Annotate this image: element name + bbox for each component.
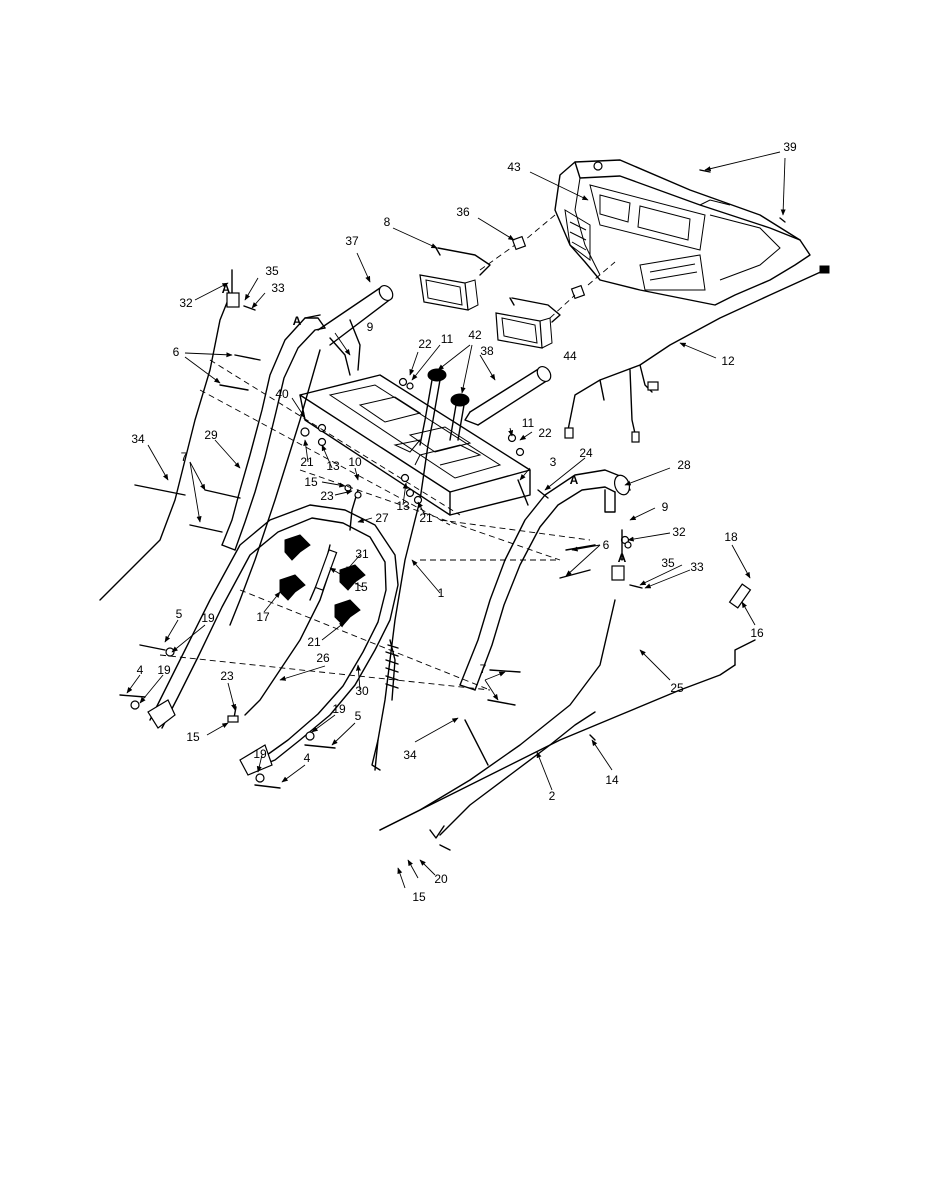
callout-20: 20 (434, 872, 448, 886)
levers (419, 368, 470, 446)
callout-31: 31 (355, 547, 369, 561)
callout-19-left-bottom: 19 (157, 663, 171, 677)
handle-tube-37 (317, 284, 394, 376)
callout-23-lower: 23 (220, 669, 234, 683)
callout-A-left-handle: A (293, 314, 302, 328)
callout-5-mid: 5 (355, 709, 362, 723)
callout-A-right-bracket: A (618, 551, 627, 565)
callout-39: 39 (783, 140, 797, 154)
callout-34-left: 34 (131, 432, 145, 446)
callout-33-right: 33 (690, 560, 704, 574)
leader-lines (126, 151, 786, 889)
callout-17: 17 (256, 610, 270, 624)
callout-24: 24 (579, 446, 593, 460)
callout-4-left: 4 (137, 663, 144, 677)
callout-29: 29 (204, 428, 218, 442)
callout-16: 16 (750, 626, 764, 640)
callout-6-left: 6 (173, 345, 180, 359)
callout-42: 42 (468, 328, 482, 342)
callout-1: 1 (438, 586, 445, 600)
callout-23-upper: 23 (320, 489, 334, 503)
callout-11-left: 11 (441, 332, 454, 346)
callout-19-left-top: 19 (201, 611, 215, 625)
callout-35-left: 35 (265, 264, 279, 278)
callout-A-right-handle: A (570, 473, 579, 487)
callout-34-right: 34 (403, 748, 417, 762)
callout-13-upper: 13 (326, 459, 340, 473)
left-upper-handle (221, 314, 326, 551)
callout-15-lower: 15 (186, 730, 200, 744)
callout-28: 28 (677, 458, 691, 472)
handle-knobs (279, 534, 366, 626)
callout-14: 14 (605, 773, 619, 787)
callout-4-lower: 4 (304, 751, 311, 765)
callout-22-left: 22 (418, 337, 432, 351)
headlight-left (419, 247, 491, 311)
headlight-right (495, 297, 561, 349)
callout-11-right: 11 (522, 416, 535, 430)
callout-12: 12 (721, 354, 735, 368)
callout-15-upper: 15 (304, 475, 318, 489)
callout-26: 26 (316, 651, 330, 665)
callout-21-mid: 21 (307, 635, 321, 649)
callout-19-lower: 19 (253, 747, 267, 761)
callout-9-left: 9 (367, 320, 374, 334)
callout-32-right: 32 (672, 525, 686, 539)
callout-18: 18 (724, 530, 738, 544)
control-panel (299, 374, 531, 516)
callout-5-left: 5 (176, 607, 183, 621)
callout-36: 36 (456, 205, 470, 219)
wiring-harness (564, 265, 830, 443)
callout-10: 10 (348, 455, 362, 469)
callout-33-left: 33 (271, 281, 285, 295)
callout-44: 44 (563, 349, 577, 363)
callout-27: 27 (375, 511, 389, 525)
shroud-cover (554, 159, 811, 306)
callout-35-right: 35 (661, 556, 675, 570)
callout-40: 40 (275, 387, 289, 401)
callout-38: 38 (480, 344, 494, 358)
hardware (119, 169, 786, 789)
callout-21-upper: 21 (300, 455, 314, 469)
callout-7-left: 7 (181, 450, 188, 464)
callout-22-right: 22 (538, 426, 552, 440)
handle-tube-38 (464, 365, 552, 426)
callout-6-right: 6 (603, 538, 610, 552)
callout-7-right: 7 (480, 662, 487, 676)
callout-37: 37 (345, 234, 359, 248)
headlight-sockets (479, 214, 616, 319)
callout-2: 2 (549, 789, 556, 803)
callout-30: 30 (355, 684, 369, 698)
callout-3: 3 (550, 455, 557, 469)
callout-21-lower: 21 (419, 511, 433, 525)
callout-43: 43 (507, 160, 521, 174)
right-upper-handle (459, 469, 631, 691)
callout-8: 8 (384, 215, 391, 229)
callout-A-left-bracket: A (222, 282, 231, 296)
callout-19-mid: 19 (332, 702, 346, 716)
callout-13-lower: 13 (396, 499, 410, 513)
callout-15-bottom: 15 (412, 890, 426, 904)
callout-labels: 39 43 36 8 37 35 33 32 A A 9 6 22 11 42 … (131, 140, 797, 904)
callout-32-left: 32 (179, 296, 193, 310)
callout-15-mid: 15 (354, 580, 368, 594)
lower-u-handle (147, 504, 399, 776)
cables (99, 299, 756, 851)
callout-25: 25 (670, 681, 684, 695)
callout-9-right: 9 (662, 500, 669, 514)
